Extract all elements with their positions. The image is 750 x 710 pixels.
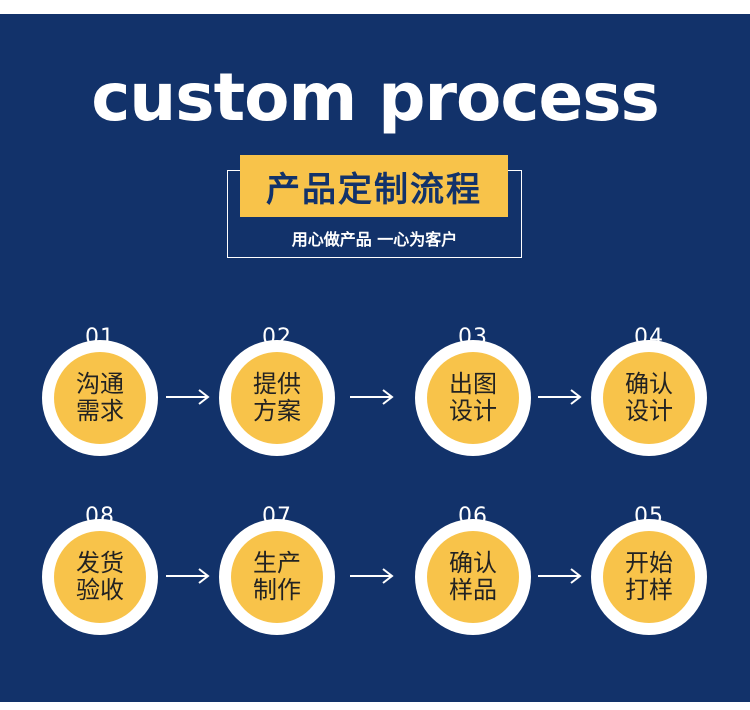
- arrow-right-icon: [538, 389, 582, 405]
- arrow-right-icon: [350, 389, 394, 405]
- arrow-right-icon: [166, 389, 210, 405]
- step-circle: 开始打样: [591, 519, 707, 635]
- step-circle: 确认样品: [415, 519, 531, 635]
- step-label: 发货验收: [76, 549, 124, 604]
- step-circle: 提供方案: [219, 340, 335, 456]
- step-label: 出图设计: [449, 370, 497, 425]
- step-05: 05 开始打样: [591, 506, 707, 646]
- step-01: 01 沟通需求: [42, 327, 158, 467]
- step-circle: 确认设计: [591, 340, 707, 456]
- step-02: 02 提供方案: [219, 327, 335, 467]
- arrow-right-icon: [350, 568, 394, 584]
- step-08: 08 发货验收: [42, 506, 158, 646]
- page-title: custom process: [91, 59, 660, 136]
- title-badge: 产品定制流程: [240, 155, 508, 217]
- step-04: 04 确认设计: [591, 327, 707, 467]
- step-03: 03 出图设计: [415, 327, 531, 467]
- step-label: 开始打样: [625, 549, 673, 604]
- step-07: 07 生产制作: [219, 506, 335, 646]
- step-label: 生产制作: [253, 549, 301, 604]
- step-06: 06 确认样品: [415, 506, 531, 646]
- step-circle: 发货验收: [42, 519, 158, 635]
- step-label: 确认设计: [625, 370, 673, 425]
- step-label: 沟通需求: [76, 370, 124, 425]
- slogan-text: 用心做产品 一心为客户: [291, 230, 458, 249]
- step-circle: 生产制作: [219, 519, 335, 635]
- step-circle: 出图设计: [415, 340, 531, 456]
- step-label: 确认样品: [449, 549, 497, 604]
- step-label: 提供方案: [253, 370, 301, 425]
- step-circle: 沟通需求: [42, 340, 158, 456]
- arrow-right-icon: [538, 568, 582, 584]
- arrow-right-icon: [166, 568, 210, 584]
